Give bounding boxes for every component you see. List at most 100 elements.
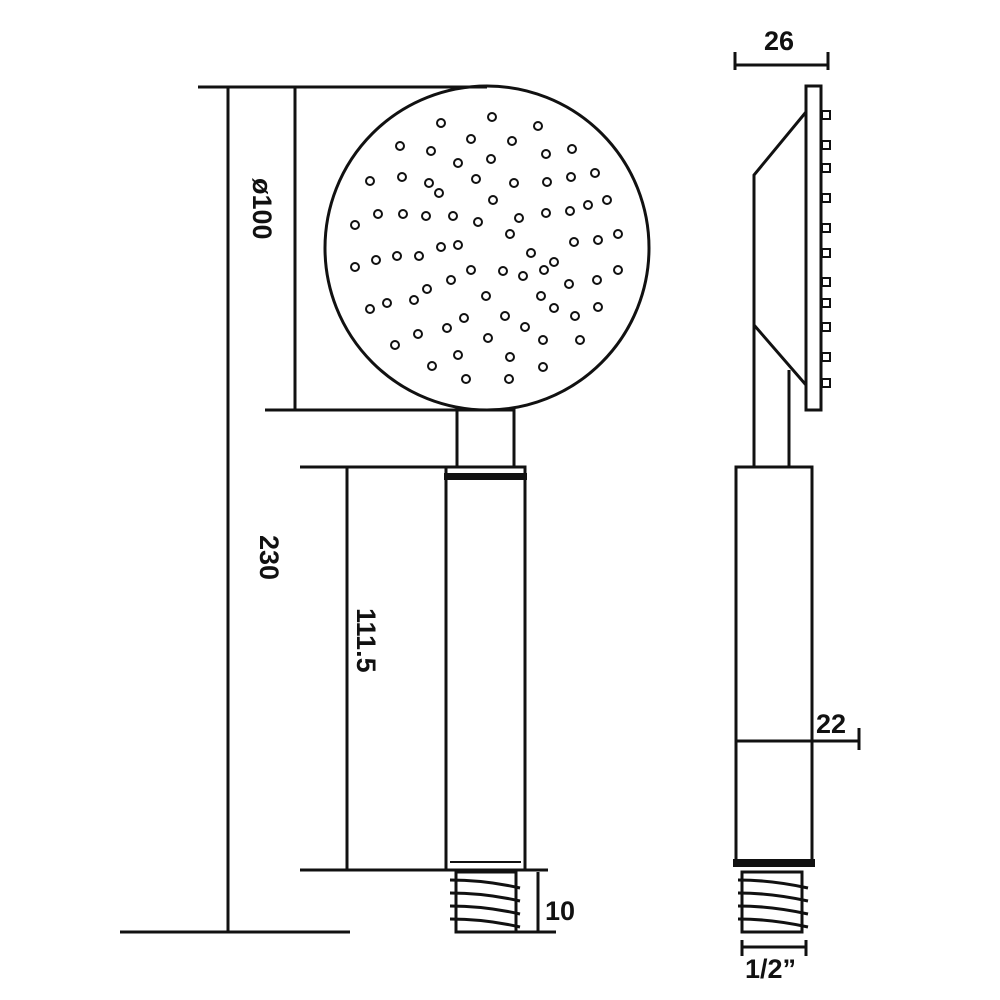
handle-band xyxy=(733,859,815,867)
spray-hole xyxy=(466,134,476,144)
spray-hole xyxy=(414,251,424,261)
head-body xyxy=(752,111,808,467)
spray-hole xyxy=(442,323,452,333)
spray-hole xyxy=(466,265,476,275)
spray-nozzle xyxy=(821,277,831,287)
spray-hole xyxy=(398,209,408,219)
spray-hole xyxy=(453,158,463,168)
dim-thread-length: 10 xyxy=(545,896,575,926)
spray-hole xyxy=(486,154,496,164)
spray-nozzle xyxy=(821,223,831,233)
spray-hole xyxy=(549,257,559,267)
dim-handle-length: 111.5 xyxy=(351,608,381,673)
spray-hole xyxy=(498,266,508,276)
dim-total-length: 230 xyxy=(254,535,284,580)
spray-hole xyxy=(424,178,434,188)
spray-hole xyxy=(613,229,623,239)
dimension-lines xyxy=(120,85,556,934)
spray-hole xyxy=(509,178,519,188)
spray-hole xyxy=(453,350,463,360)
spray-hole xyxy=(514,213,524,223)
spray-hole xyxy=(471,174,481,184)
spray-hole xyxy=(613,265,623,275)
spray-hole xyxy=(505,229,515,239)
handle-side xyxy=(734,465,814,865)
spray-hole xyxy=(488,195,498,205)
spray-hole xyxy=(590,168,600,178)
side-view xyxy=(733,52,861,956)
spray-hole xyxy=(538,362,548,372)
dim-head-diameter: ø100 xyxy=(247,178,277,240)
spray-hole xyxy=(538,335,548,345)
spray-hole xyxy=(392,251,402,261)
spray-hole xyxy=(421,211,431,221)
spray-hole xyxy=(382,298,392,308)
spray-hole xyxy=(436,242,446,252)
dim-head-depth: 26 xyxy=(764,26,794,56)
spray-hole xyxy=(483,333,493,343)
spray-hole xyxy=(602,195,612,205)
spray-nozzle xyxy=(821,378,831,388)
spray-hole xyxy=(564,279,574,289)
spray-hole xyxy=(461,374,471,384)
spray-hole xyxy=(413,329,423,339)
spray-hole xyxy=(539,265,549,275)
spray-hole xyxy=(453,240,463,250)
spray-hole xyxy=(350,220,360,230)
spray-hole xyxy=(395,141,405,151)
spray-hole xyxy=(565,206,575,216)
spray-hole xyxy=(500,311,510,321)
spray-holes xyxy=(350,112,623,384)
spray-hole xyxy=(434,188,444,198)
thread-side xyxy=(737,870,809,934)
spray-hole xyxy=(373,209,383,219)
spray-hole xyxy=(526,248,536,258)
spray-hole xyxy=(542,177,552,187)
spray-nozzle xyxy=(821,248,831,258)
dim-thread-size: 1/2” xyxy=(745,954,796,984)
spray-hole xyxy=(365,304,375,314)
spray-hole xyxy=(473,217,483,227)
handle xyxy=(444,465,527,872)
spray-hole xyxy=(541,149,551,159)
neck xyxy=(455,408,516,469)
spray-hole xyxy=(570,311,580,321)
spray-hole xyxy=(593,302,603,312)
spray-hole xyxy=(365,176,375,186)
spray-hole xyxy=(575,335,585,345)
spray-nozzle xyxy=(821,298,831,308)
spray-hole xyxy=(459,313,469,323)
spray-hole xyxy=(549,303,559,313)
spray-hole xyxy=(541,208,551,218)
spray-hole xyxy=(427,361,437,371)
front-view xyxy=(323,84,651,934)
spray-hole xyxy=(505,352,515,362)
spray-nozzle xyxy=(821,193,831,203)
spray-hole xyxy=(504,374,514,384)
spray-hole xyxy=(583,200,593,210)
spray-hole xyxy=(481,291,491,301)
spray-hole xyxy=(566,172,576,182)
spray-hole xyxy=(436,118,446,128)
spray-hole xyxy=(533,121,543,131)
thread-front xyxy=(449,870,521,934)
spray-hole xyxy=(536,291,546,301)
collar-band xyxy=(444,473,527,480)
spray-hole xyxy=(390,340,400,350)
spray-hole xyxy=(487,112,497,122)
spray-hole xyxy=(397,172,407,182)
spray-hole xyxy=(592,275,602,285)
spray-hole xyxy=(520,322,530,332)
spray-hole xyxy=(409,295,419,305)
spray-hole xyxy=(426,146,436,156)
spray-nozzle xyxy=(821,352,831,362)
spray-hole xyxy=(518,271,528,281)
face-plate xyxy=(804,84,823,412)
spray-nozzle xyxy=(821,163,831,173)
spray-hole xyxy=(371,255,381,265)
spray-nozzles xyxy=(821,110,831,388)
spray-nozzle xyxy=(821,140,831,150)
spray-hole xyxy=(507,136,517,146)
spray-hole xyxy=(569,237,579,247)
